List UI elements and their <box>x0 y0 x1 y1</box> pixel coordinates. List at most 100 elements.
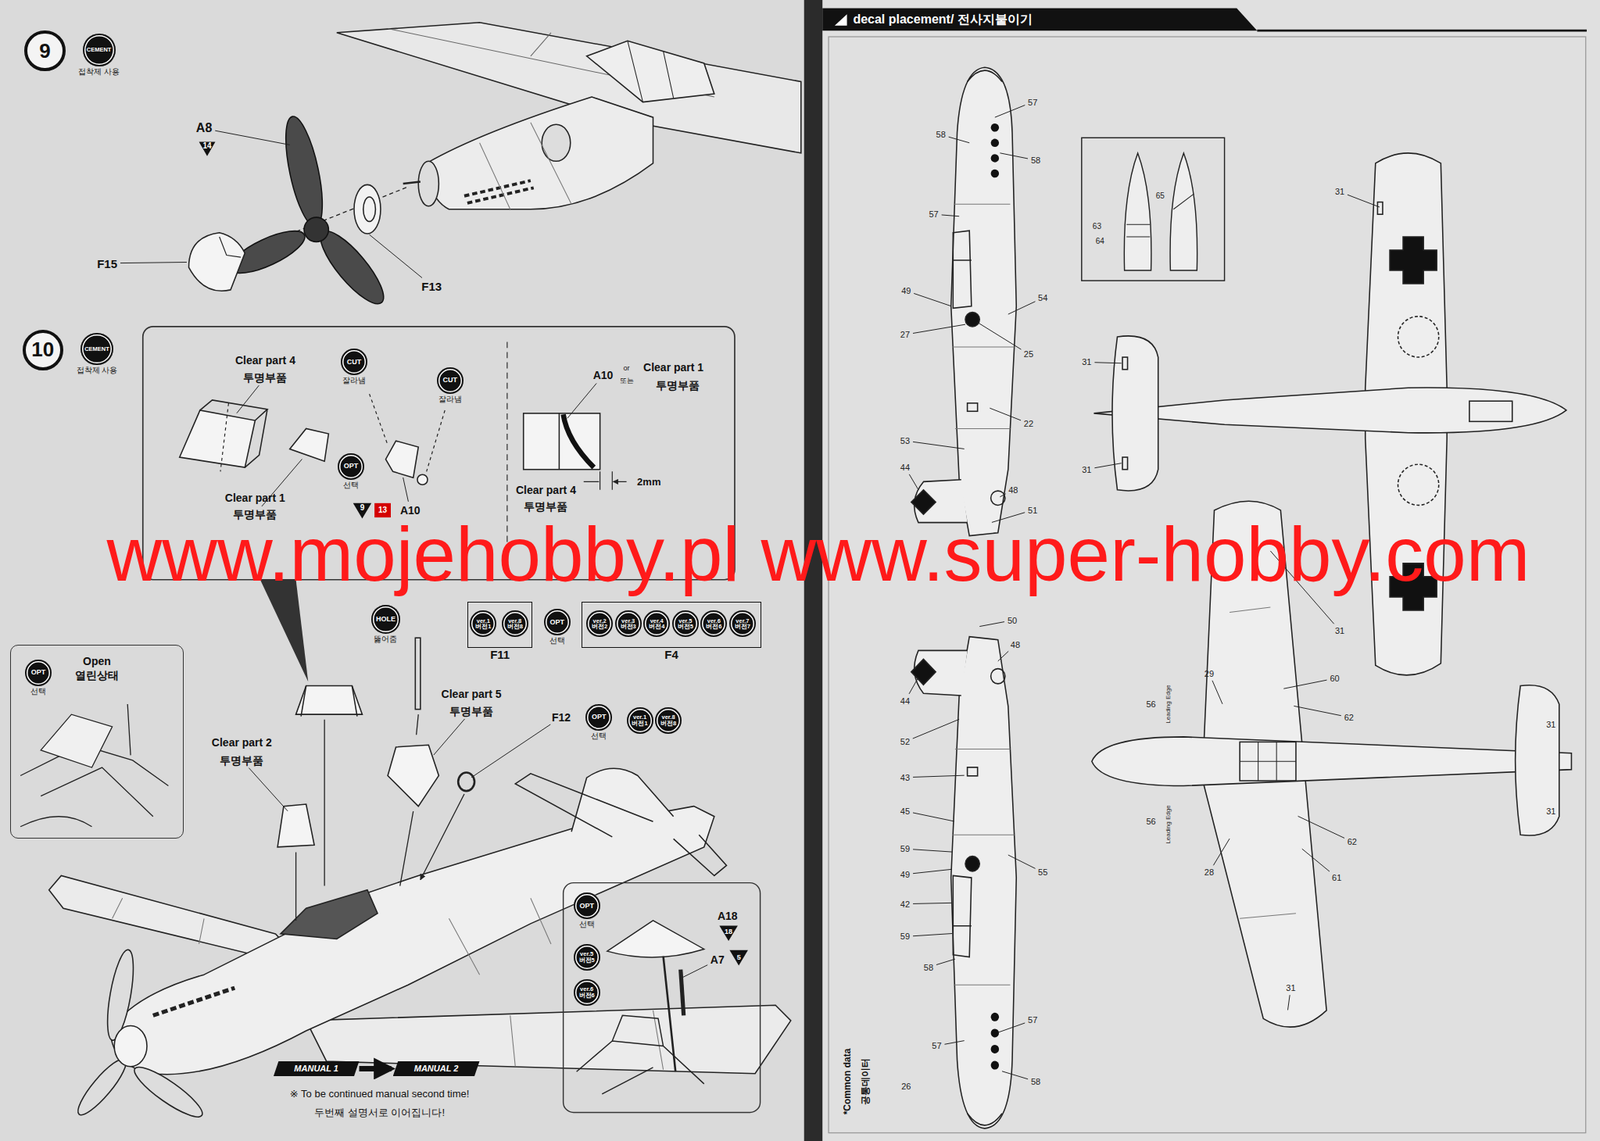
decal-number: 59 <box>900 844 910 854</box>
node-label: HOLE <box>375 615 396 623</box>
option-symbol: OPT선택 <box>544 608 571 636</box>
leader-line <box>995 105 1025 119</box>
node-label: ver.7 <box>735 618 749 625</box>
leader-line <box>909 474 919 491</box>
page-ground-polygon <box>834 14 848 26</box>
leader-line <box>912 902 953 904</box>
option-symbol: HOLE뚫어줌 <box>371 604 401 634</box>
open-canopy-drawing <box>20 704 169 827</box>
blade-decal-inset-rect <box>1081 137 1225 281</box>
open-canopy-drawing-path <box>40 714 112 768</box>
node-sublabel: 버전7 <box>734 623 751 630</box>
part-label: 투명부품 <box>523 501 568 512</box>
bottom-planform-path <box>1229 607 1296 919</box>
step9-drawing-path <box>219 236 241 258</box>
propeller-ellipse <box>128 1060 208 1124</box>
bottom-planform-path <box>1091 737 1572 787</box>
top-planform-path <box>1389 236 1437 284</box>
leader-line <box>403 477 409 502</box>
note-text: or <box>623 365 630 373</box>
decal-number: 49 <box>901 286 911 296</box>
node-label: ver.6 <box>579 986 594 993</box>
node-sublabel: 선택 <box>549 637 566 646</box>
aircraft-assembly-path <box>153 987 235 1016</box>
node-label: OPT <box>550 619 566 627</box>
leader-line <box>909 677 919 695</box>
aircraft-assembly-path <box>110 806 715 1075</box>
common-data-label: *Common data <box>842 1048 852 1115</box>
decal-number: 61 <box>1331 873 1342 882</box>
decal-number: 62 <box>1347 837 1357 847</box>
side-view-path <box>952 204 1015 429</box>
version-badge: ver.6버전6 <box>700 610 727 638</box>
step9-drawing-ellipse <box>363 196 376 222</box>
leader-line <box>913 293 952 306</box>
node-sublabel: 선택 <box>343 481 359 491</box>
node-label: ver.8 <box>662 714 676 721</box>
decal-number: 25 <box>1023 350 1034 359</box>
leader-line <box>1002 1071 1028 1080</box>
leader-line <box>1094 463 1121 469</box>
node-label: F4 <box>664 648 679 662</box>
aircraft-assembly-rect <box>415 637 421 709</box>
leader-line <box>1094 362 1121 364</box>
step10-inset-path <box>563 414 595 468</box>
decal-number: 31 <box>1335 626 1345 635</box>
decal-number: 44 <box>900 696 910 706</box>
part-option-box: F4ver.2버전2ver.3버전3ver.4버전4ver.5버전5ver.6버… <box>581 601 762 648</box>
decal-number: 59 <box>900 932 910 942</box>
sunshade-inset-rect <box>563 883 761 1114</box>
aircraft-assembly-path <box>448 898 552 975</box>
side-view-g-circle <box>991 169 999 178</box>
top-planform-rect <box>1122 457 1128 470</box>
propeller-ellipse <box>278 113 330 230</box>
blade-decal-inset <box>1081 137 1225 281</box>
side-view-g-circle <box>991 153 999 162</box>
step10-inset <box>143 326 735 682</box>
part-label: F15 <box>96 257 118 269</box>
note-text: ※ To be continued manual second time! <box>289 1088 470 1099</box>
decal-number: 50 <box>1007 615 1017 625</box>
decal-number: 53 <box>900 436 910 445</box>
top-planform-rect <box>1122 357 1128 370</box>
sunshade-inset <box>563 883 761 1114</box>
part-label: Clear part 1 <box>643 361 704 373</box>
propeller <box>71 948 208 1124</box>
manual-band: MANUAL 1 <box>273 1061 360 1078</box>
leader-line <box>567 382 597 419</box>
leader-line <box>912 441 965 449</box>
node-sublabel: 버전5 <box>579 957 595 964</box>
node-sublabel: 접착제 사용 <box>78 68 120 77</box>
page-ground-line <box>1256 29 1587 33</box>
leader-line <box>214 130 290 145</box>
decal-number: 45 <box>900 806 910 816</box>
option-symbol: OPT선택 <box>573 892 601 920</box>
leader-line <box>912 849 953 852</box>
decal-number: 31 <box>1546 719 1556 729</box>
decal-number: 60 <box>1329 674 1339 684</box>
step10-inset-path <box>600 471 613 491</box>
node-sublabel: 버전6 <box>705 623 722 630</box>
aircraft-assembly-path <box>515 773 727 877</box>
top-planform <box>1093 153 1566 676</box>
leader-line <box>999 493 1006 498</box>
side-view-path <box>967 70 1003 82</box>
option-symbol: OPT선택 <box>585 704 613 731</box>
leader-line <box>120 262 187 264</box>
part-label: Clear part 2 <box>211 737 273 749</box>
page-ground-polygon <box>822 7 1257 31</box>
version-badge: ver.6버전6 <box>573 979 601 1006</box>
step-number: 9 <box>24 30 65 72</box>
side-view-mirror <box>911 637 1017 1129</box>
node-label: Open <box>82 655 111 668</box>
node-label: ver.8 <box>508 618 522 625</box>
leader-line <box>912 934 953 937</box>
node-label: OPT <box>591 713 607 721</box>
node-label: ver.3 <box>621 618 635 625</box>
leader-line <box>912 719 960 739</box>
decal-number: 31 <box>1081 357 1092 367</box>
step9-drawing-line <box>403 181 421 184</box>
decal-number: 58 <box>1030 155 1041 165</box>
top-planform-path <box>1093 387 1566 434</box>
sunshade-inset-path <box>607 920 705 958</box>
